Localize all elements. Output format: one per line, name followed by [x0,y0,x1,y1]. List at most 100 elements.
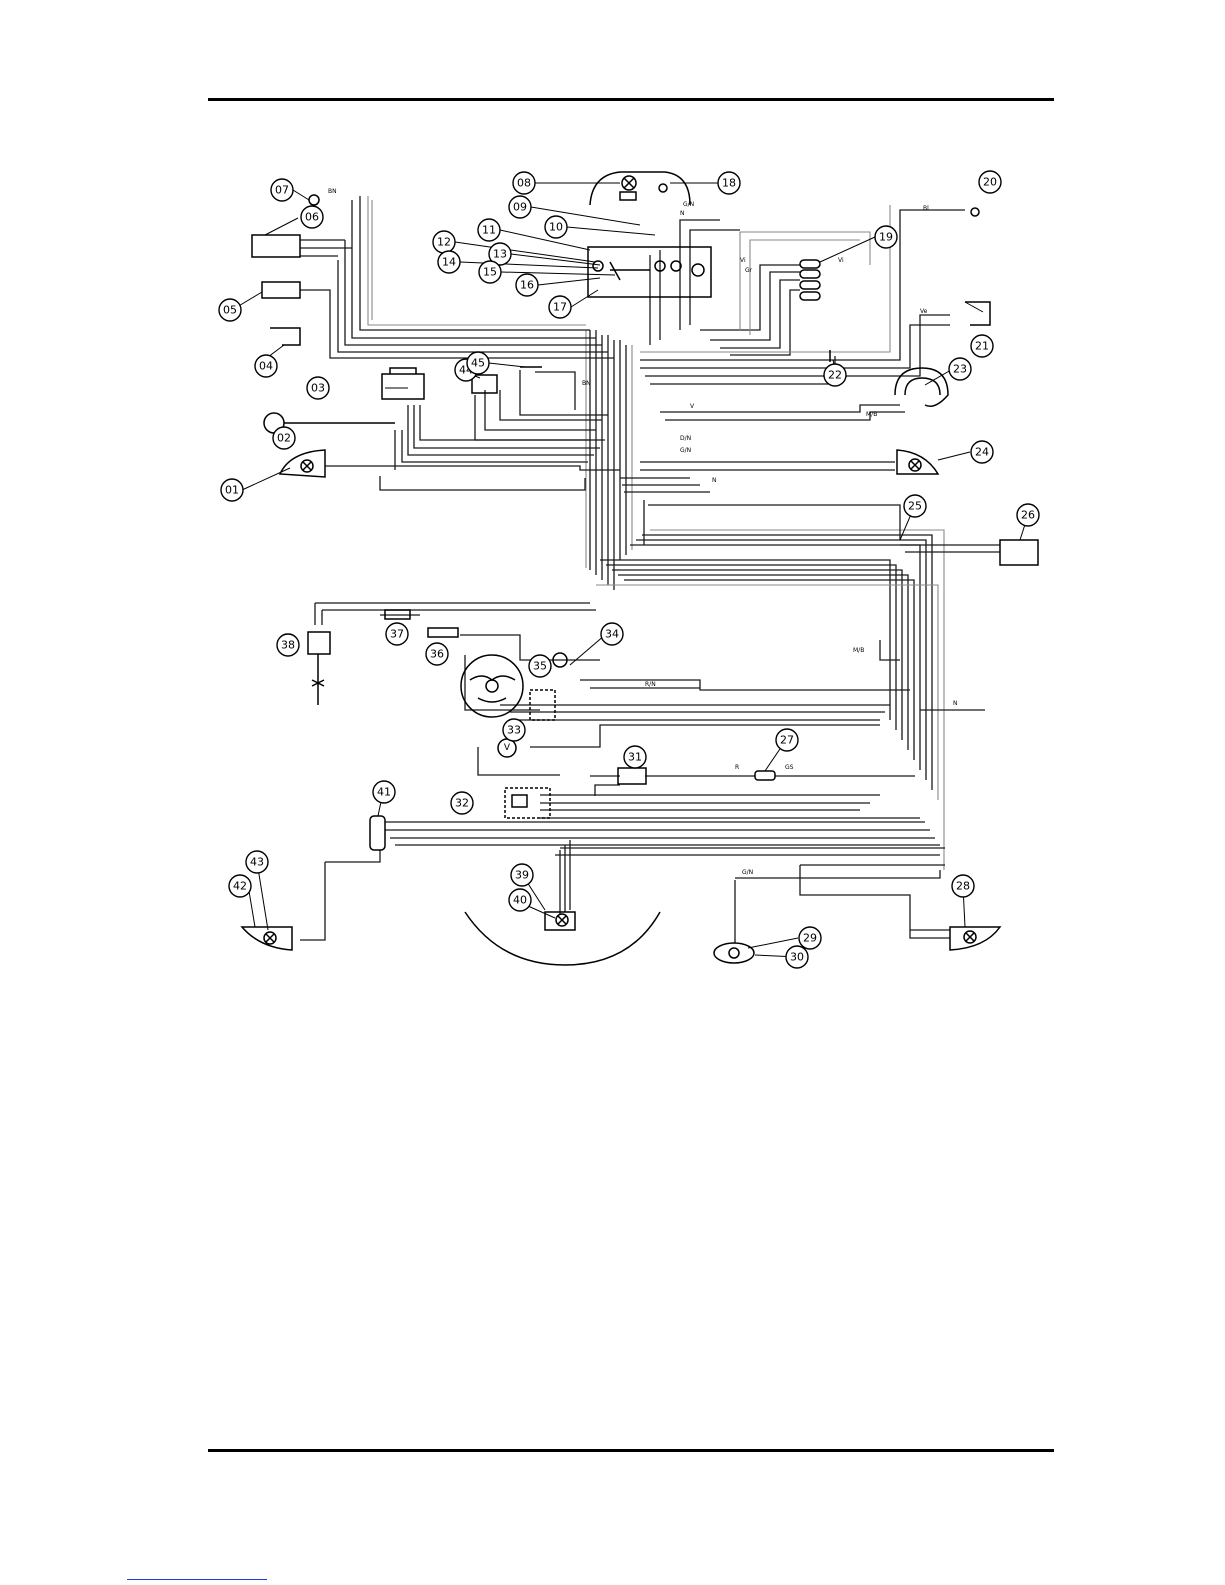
callout-25: 25 [904,495,926,517]
callout-01-label: 01 [225,484,239,497]
callout-39: 39 [511,864,533,886]
connector [370,816,385,850]
callout-13-label: 13 [493,248,507,261]
callout-32: 32 [451,792,473,814]
callout-11: 11 [478,219,500,241]
callout-33-label: 33 [507,724,521,737]
callout-28-label: 28 [956,880,970,893]
callout-18: 18 [718,172,740,194]
callout-21: 21 [971,335,993,357]
callout-16-label: 16 [520,279,534,292]
callout-39-label: 39 [515,869,529,882]
callout-38: 38 [277,634,299,656]
callout-45: 45 [467,352,489,374]
callout-23-label: 23 [953,363,967,376]
wire-label-gn: G/N [683,201,694,208]
wire-label-gr: Gr [745,267,753,274]
callout-04-label: 04 [259,360,273,373]
callout-31: 31 [624,746,646,768]
callout-36-label: 36 [430,648,444,661]
cdi-unit [382,374,424,399]
rear-lamp-left [242,927,292,950]
callout-14-label: 14 [442,256,456,269]
callout-42: 42 [229,875,251,897]
callout-19-label: 19 [879,231,893,244]
callout-09: 09 [509,196,531,218]
callout-08: 08 [513,172,535,194]
callout-26-label: 26 [1021,509,1035,522]
callout-41-label: 41 [377,786,391,799]
wire-label-ms-2: M/B [866,411,877,418]
callout-30: 30 [786,946,808,968]
callout-34-label: 34 [605,628,619,641]
callout-20-label: 20 [983,176,997,189]
callout-26: 26 [1017,504,1039,526]
callout-03-label: 03 [311,382,325,395]
headlight-housing [590,172,690,205]
callout-29: 29 [799,927,821,949]
callout-30-label: 30 [790,951,804,964]
callout-17-label: 17 [553,301,567,314]
wire-label-r: R [735,764,739,771]
wiring-harness [300,196,1000,945]
callout-34: 34 [601,623,623,645]
callout-20: 20 [979,171,1001,193]
wire-label-rn: R/N [645,681,656,688]
wire-label-gn-2: G/N [680,447,691,454]
front-lamp-left [280,450,325,477]
callout-15-label: 15 [483,266,497,279]
callout-15: 15 [479,261,501,283]
wire-label-bn-2: BN [582,380,591,387]
callout-12: 12 [433,231,455,253]
wire-color-labels: BN BN G/N G/N G/N D/N N N N R Vi Vi Bl G… [328,188,958,876]
callout-24-label: 24 [975,446,989,459]
callout-35-label: 35 [533,660,547,673]
wire-label-v: V [690,403,695,410]
ignition-coil [308,632,330,654]
callout-37-label: 37 [390,628,404,641]
svg-text:V: V [504,743,511,753]
wire-label-n: N [680,210,685,217]
callout-38-label: 38 [281,639,295,652]
wire-label-ms: M/B [853,647,864,654]
callout-41: 41 [373,781,395,803]
callout-11-label: 11 [482,224,496,237]
callout-27: 27 [776,729,798,751]
callout-12-label: 12 [437,236,451,249]
callout-02: 02 [273,427,295,449]
callout-09-label: 09 [513,201,527,214]
callout-25-label: 25 [908,500,922,513]
rear-lamp-right [950,927,1000,950]
speedometer [895,368,948,406]
callout-24: 24 [971,441,993,463]
callout-19: 19 [875,226,897,248]
wire-label-vi: Vi [740,257,746,264]
callout-21-label: 21 [975,340,989,353]
wire-label-gs: GS [785,764,794,771]
callout-27-label: 27 [780,734,794,747]
callout-35: 35 [529,655,551,677]
callout-32-label: 32 [455,797,469,810]
callout-37: 37 [386,623,408,645]
wire-label-bl: Bl [923,205,929,212]
wire-label-n-2: N [712,477,717,484]
callout-36: 36 [426,643,448,665]
callout-04: 04 [255,355,277,377]
callout-42-label: 42 [233,880,247,893]
wire-label-bn: BN [328,188,337,195]
callout-06-label: 06 [305,211,319,224]
callout-33: 33 [503,719,525,741]
callout-18-label: 18 [722,177,736,190]
callout-07-label: 07 [275,184,289,197]
callout-01: 01 [221,479,243,501]
wire-label-ve: Ve [920,308,928,315]
callout-16: 16 [516,274,538,296]
flywheel-generator [461,655,523,717]
wire-label-dn: D/N [680,435,691,442]
callout-08-label: 08 [517,177,531,190]
callout-06: 06 [301,206,323,228]
callout-45-label: 45 [471,357,485,370]
callout-07: 07 [271,179,293,201]
callout-28: 28 [952,875,974,897]
